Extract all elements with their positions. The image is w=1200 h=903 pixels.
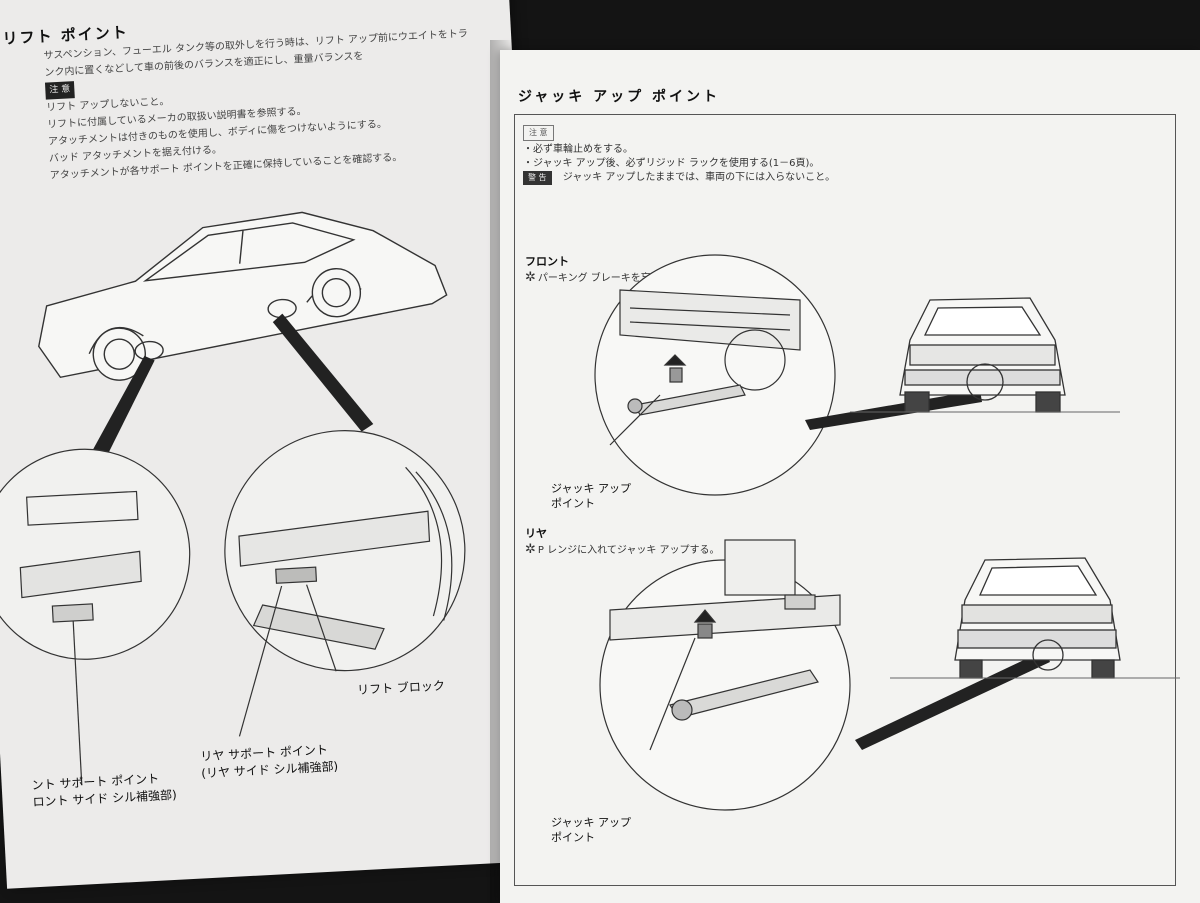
front-heading: フロント [525, 255, 569, 268]
rear-car-view [954, 557, 1121, 679]
front-jack-detail [594, 254, 836, 496]
front-jack-label-line1: ジャッキ アップ [551, 482, 631, 495]
front-car-view [899, 297, 1066, 413]
rear-jack-label-line1: ジャッキ アップ [551, 816, 631, 829]
front-note-text: パーキング ブレーキを忘れずに掛ける。 [537, 273, 721, 284]
star-icon: ✲ [525, 542, 536, 557]
caution-line-2: ・ジャッキ アップ後、必ずリジッド ラックを使用する(1－6頁)。 [523, 158, 820, 169]
caution-line-1: ・必ず車輪止めをする。 [523, 144, 633, 155]
rear-note: ✲P レンジに入れてジャッキ アップする。 [525, 541, 720, 557]
caution-tag: 注 意 [523, 125, 554, 141]
front-connector [805, 390, 982, 430]
warning-tag: 警 告 [523, 171, 552, 185]
right-page-title: ジャッキ アップ ポイント [518, 89, 721, 105]
right-illustration [594, 254, 1180, 811]
rear-jack-detail [599, 539, 851, 811]
rear-jack-label-line2: ポイント [551, 831, 595, 844]
sedan-side-view [38, 211, 448, 381]
rear-connector [855, 650, 1050, 750]
star-icon: ✲ [525, 270, 536, 285]
rear-heading: リヤ [525, 527, 547, 540]
left-illustration [0, 211, 466, 785]
right-page: ジャッキ アップ ポイント 注 意 ・必ず車輪止めをする。 ・ジャッキ アップ後… [500, 50, 1200, 903]
left-page: リフト ポイント サスペンション、フューエル タンク等の取外しを行う時は、リフト… [0, 0, 555, 889]
front-jack-label-line2: ポイント [551, 497, 595, 510]
front-note: ✲パーキング ブレーキを忘れずに掛ける。 [525, 269, 721, 285]
caution-block: 注 意 ・必ず車輪止めをする。 ・ジャッキ アップ後、必ずリジッド ラックを使用… [523, 125, 835, 185]
front-support-detail [0, 448, 191, 785]
rear-support-label: リヤ サポート ポイント (リヤ サイド シル補強部) [200, 741, 339, 782]
content-frame: 注 意 ・必ず車輪止めをする。 ・ジャッキ アップ後、必ずリジッド ラックを使用… [514, 114, 1176, 886]
front-jack-point-label: ジャッキ アップ ポイント [551, 481, 631, 511]
warning-text: ジャッキ アップしたままでは、車両の下には入らないこと。 [562, 172, 836, 183]
rear-jack-point-label: ジャッキ アップ ポイント [551, 815, 631, 845]
rear-support-detail [224, 430, 466, 737]
rear-note-text: P レンジに入れてジャッキ アップする。 [537, 545, 720, 556]
